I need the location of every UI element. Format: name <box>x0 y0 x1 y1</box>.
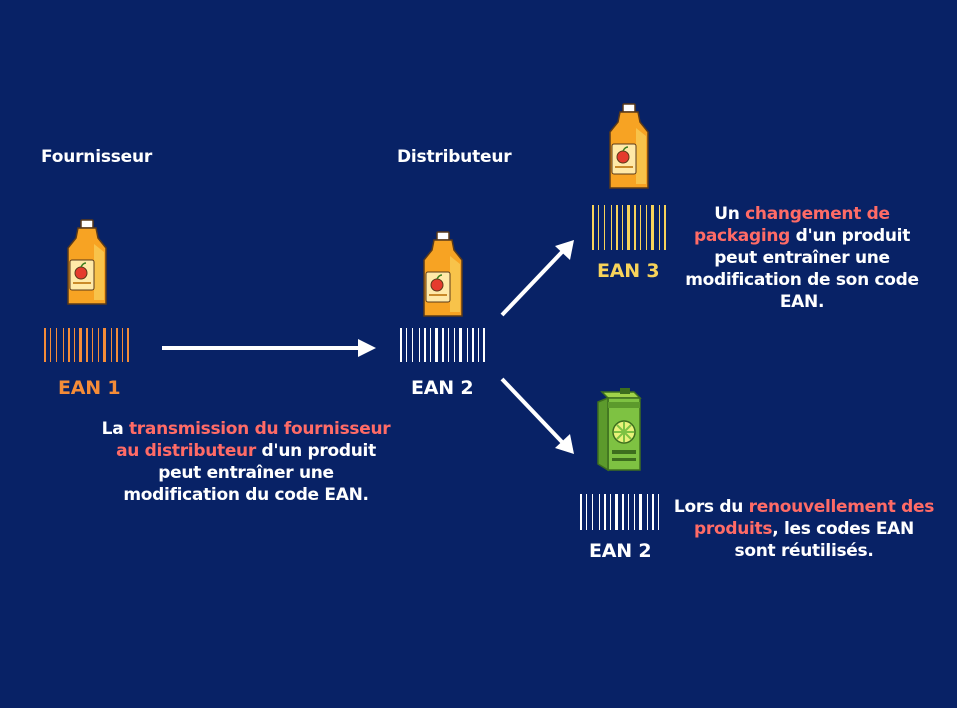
note-text: d'un produit peut entraîner une modifica… <box>685 226 919 312</box>
lime-juice-carton-icon <box>597 388 642 472</box>
note-text: Un <box>714 204 746 224</box>
ean-3-label: EAN 3 <box>597 260 660 282</box>
barcode-icon <box>44 328 129 362</box>
packaging-note: Un changement de packaging d'un produit … <box>676 203 928 313</box>
note-text: d'un produit peut entraîner une modifica… <box>123 441 376 505</box>
barcode-icon <box>400 328 485 362</box>
note-highlight: renouvellement des produits <box>694 497 935 539</box>
orange-juice-bottle-icon <box>423 231 463 317</box>
note-highlight: transmission du fournisseur au distribut… <box>116 419 391 461</box>
ean-1-label: EAN 1 <box>58 377 121 399</box>
note-text: La <box>101 419 129 439</box>
arrow-up-right-icon <box>500 240 574 317</box>
note-text: , les codes EAN sont réutilisés. <box>734 519 915 561</box>
barcode-icon <box>592 205 666 250</box>
arrow-right-icon <box>162 339 376 357</box>
ean-2-label: EAN 2 <box>411 377 474 399</box>
renewal-note: Lors du renouvellement des produits, les… <box>672 496 936 562</box>
barcode-icon <box>580 494 659 530</box>
arrow-down-right-icon <box>500 377 574 454</box>
note-highlight: changement de packaging <box>693 204 890 246</box>
orange-juice-bottle-icon <box>609 103 649 189</box>
supplier-heading: Fournisseur <box>41 147 153 167</box>
transmission-note: La transmission du fournisseur au distri… <box>100 418 392 506</box>
orange-juice-bottle-icon <box>67 219 107 305</box>
ean-2-reused-label: EAN 2 <box>589 540 652 562</box>
note-text: Lors du <box>673 497 749 517</box>
distributor-heading: Distributeur <box>397 147 512 167</box>
